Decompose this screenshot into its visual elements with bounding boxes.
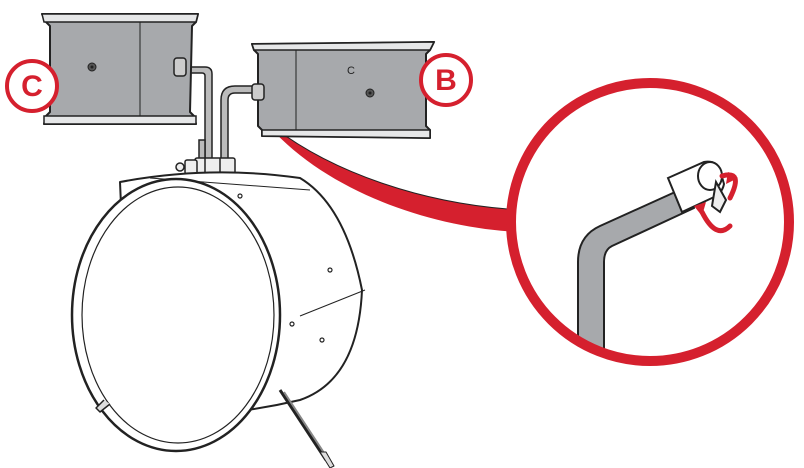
zoom-detail [506,78,794,366]
tom-engraving: C [347,65,355,77]
bass-drum [70,171,366,468]
label-b-badge: B [419,53,473,107]
zoom-connector-line [261,117,523,211]
tom-mount-posts [182,66,256,165]
zoom-l-rod [577,187,695,361]
right-tom-drum: C [250,41,436,139]
label-c-badge: C [5,59,59,113]
zoom-connector-wedge [262,118,522,232]
zoom-clamp [666,160,728,214]
left-tom-drum [41,13,199,125]
label-b-text: B [435,64,457,97]
label-c-text: C [21,70,43,103]
rotate-arrows-icon [694,172,738,234]
